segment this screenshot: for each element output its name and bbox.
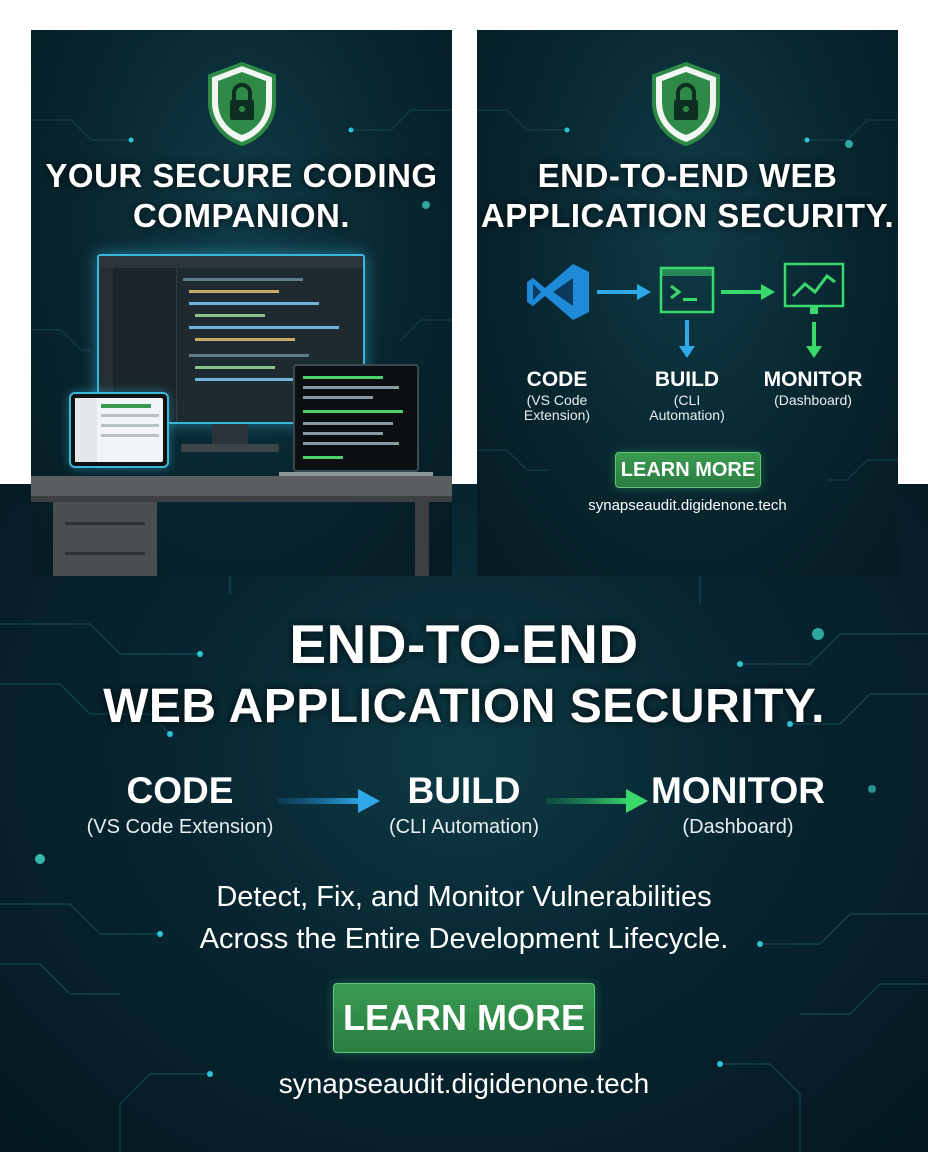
right-url-link[interactable]: synapseaudit.digidenone.tech	[588, 497, 787, 514]
left-headline-line1: YOUR SECURE CODING	[45, 157, 438, 194]
bottom-headline-line1: END-TO-END	[289, 613, 639, 675]
bottom-step-build-sub: (CLI Automation)	[388, 816, 540, 838]
bottom-tagline-line2: Across the Entire Development Lifecycle.	[199, 923, 729, 955]
right-headline-line2: APPLICATION SECURITY.	[480, 197, 895, 234]
left-circuit-background	[31, 109, 452, 351]
right-step-build-sub2: Automation)	[649, 407, 725, 423]
right-circuit-background	[477, 109, 898, 481]
lock-shield-icon	[652, 61, 720, 147]
right-step-code-sub1: (VS Code	[526, 392, 588, 408]
bottom-arrow-code-build	[278, 789, 380, 813]
vscode-icon	[527, 264, 589, 320]
right-learn-more-button[interactable]: LEARN MORE	[615, 452, 761, 488]
dashboard-chart-icon	[783, 262, 845, 314]
bottom-step-code-sub: (VS Code Extension)	[86, 816, 274, 838]
arrow-code-build	[597, 284, 651, 300]
bottom-tagline-line1: Detect, Fix, and Monitor Vulnerabilities	[216, 881, 712, 913]
laptop-screen	[293, 364, 419, 472]
left-headline-line2: COMPANION.	[132, 197, 351, 234]
desk-drawer	[53, 502, 157, 576]
right-step-monitor-sub1: (Dashboard)	[774, 392, 852, 408]
right-step-code: CODE	[526, 368, 588, 391]
bottom-step-code: CODE	[126, 770, 234, 811]
lock-shield-icon	[208, 61, 276, 147]
right-panel: END-TO-END WEB APPLICATION SECURITY. COD…	[477, 30, 898, 576]
right-step-build-sub1: (CLI	[673, 392, 701, 408]
right-step-monitor: MONITOR	[763, 368, 863, 391]
desk-leg	[415, 502, 429, 576]
arrow-build-monitor	[721, 284, 775, 300]
desk-top	[31, 476, 452, 496]
bottom-step-monitor: MONITOR	[650, 770, 826, 811]
arrow-down-monitor	[806, 322, 822, 358]
bottom-url-link[interactable]: synapseaudit.digidenone.tech	[278, 1068, 650, 1099]
left-panel: YOUR SECURE CODING COMPANION.	[31, 30, 452, 576]
bottom-headline-line2: WEB APPLICATION SECURITY.	[103, 680, 825, 733]
terminal-icon	[659, 266, 715, 314]
bottom-step-build: BUILD	[407, 770, 521, 811]
bottom-learn-more-button[interactable]: LEARN MORE	[333, 983, 595, 1053]
right-step-code-sub2: Extension)	[523, 407, 591, 423]
tablet-device	[69, 392, 169, 468]
right-headline-line1: END-TO-END WEB	[537, 157, 838, 194]
monitor-base	[181, 444, 279, 452]
arrow-down-build	[679, 320, 695, 358]
bottom-arrow-build-monitor	[546, 789, 648, 813]
right-step-build: BUILD	[654, 368, 720, 391]
bottom-step-monitor-sub: (Dashboard)	[682, 816, 794, 838]
